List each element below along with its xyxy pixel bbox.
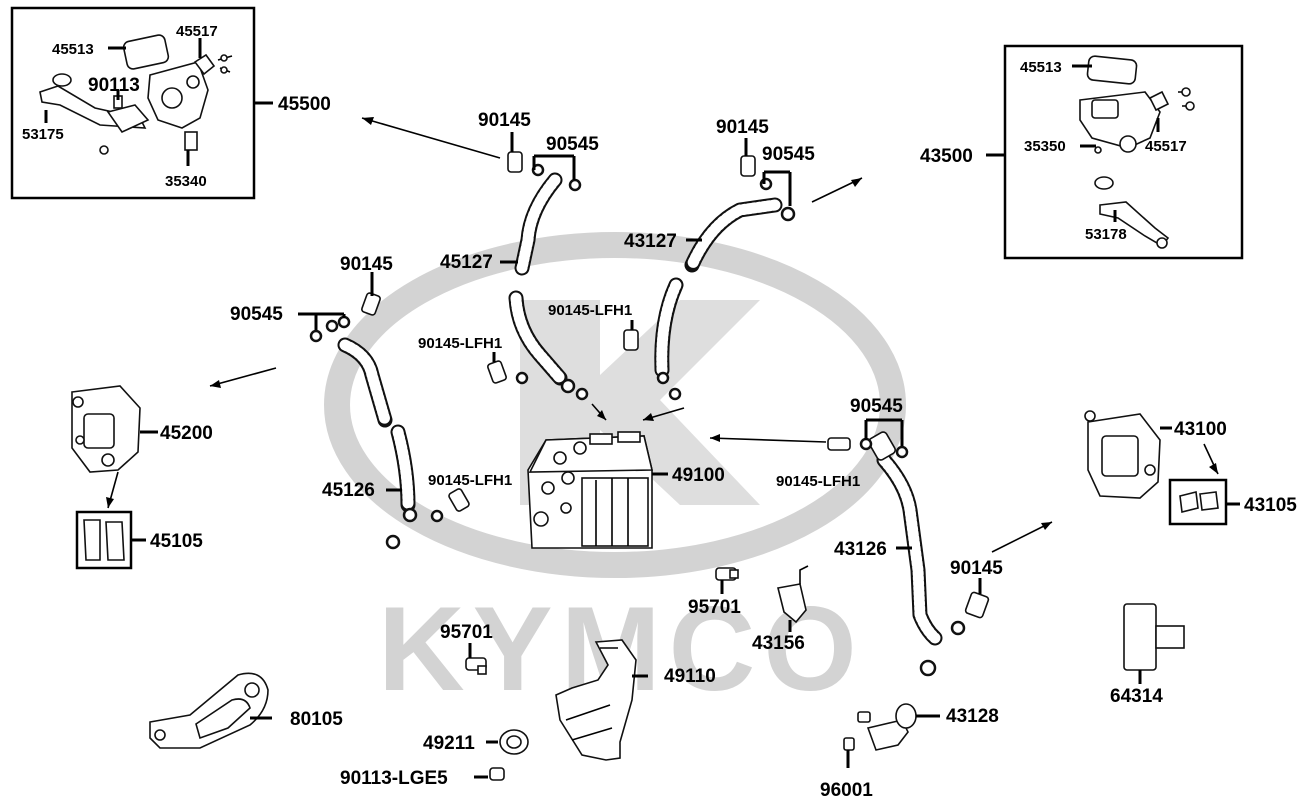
part-label-45517-right: 45517 <box>1145 138 1187 155</box>
part-label-95701-b: 95701 <box>440 622 493 643</box>
part-label-43156: 43156 <box>752 633 805 654</box>
part-label-90145-c: 90145 <box>340 254 393 275</box>
part-label-90145-lfh1-a: 90145-LFH1 <box>548 302 632 319</box>
part-label-43105: 43105 <box>1244 495 1297 516</box>
part-label-43127: 43127 <box>624 231 677 252</box>
sensor-64314 <box>1123 603 1185 684</box>
part-label-49211: 49211 <box>423 733 475 754</box>
part-label-90145-a: 90145 <box>478 110 531 131</box>
clamp-43128 <box>843 703 940 768</box>
part-label-45513-left: 45513 <box>52 41 94 58</box>
front-caliper-45200 <box>71 367 277 570</box>
part-label-90113: 90113 <box>88 75 140 96</box>
part-label-90545-c: 90545 <box>230 304 283 325</box>
hose-45127 <box>500 132 589 401</box>
part-label-90145-lfh1-d: 90145-LFH1 <box>776 473 860 490</box>
hose-45126 <box>298 272 418 550</box>
right-master-cylinder-box: 45513 35350 45517 53178 <box>986 44 1244 260</box>
part-label-90545-a: 90545 <box>546 134 599 155</box>
part-label-35350: 35350 <box>1024 138 1066 155</box>
part-label-53178: 53178 <box>1085 226 1127 243</box>
hose-43126 <box>859 418 990 677</box>
part-label-43500: 43500 <box>920 146 973 167</box>
part-label-45513-right: 45513 <box>1020 59 1062 76</box>
part-label-96001: 96001 <box>820 780 873 801</box>
bracket-80105 <box>149 672 272 749</box>
part-label-43128: 43128 <box>946 706 999 727</box>
part-label-49110: 49110 <box>664 666 716 687</box>
part-label-45127: 45127 <box>440 252 493 273</box>
part-label-95701-a: 95701 <box>688 597 741 618</box>
part-label-35340: 35340 <box>165 173 207 190</box>
part-label-90145-d: 90145 <box>950 558 1003 579</box>
part-label-43126: 43126 <box>834 539 887 560</box>
left-master-cylinder-box: 45513 45517 90113 53175 35340 <box>10 6 273 200</box>
lfh1-bolts <box>430 320 851 523</box>
hardware-95701-43156 <box>465 565 809 675</box>
part-label-90145-lfh1-b: 90145-LFH1 <box>418 335 502 352</box>
part-label-45105: 45105 <box>150 531 203 552</box>
part-label-45200: 45200 <box>160 423 213 444</box>
part-label-45126: 45126 <box>322 480 375 501</box>
part-label-90545-b: 90545 <box>762 144 815 165</box>
bracket-49110 <box>555 639 648 761</box>
part-label-43100: 43100 <box>1174 419 1227 440</box>
part-label-90113-lge5: 90113-LGE5 <box>340 768 448 789</box>
part-label-90545-d: 90545 <box>850 396 903 417</box>
grommet-49211 <box>474 729 529 781</box>
part-label-45517-left: 45517 <box>176 23 218 40</box>
part-label-80105: 80105 <box>290 709 343 730</box>
abs-modulator-49100 <box>527 403 827 549</box>
part-label-90145-b: 90145 <box>716 117 769 138</box>
part-label-53175: 53175 <box>22 126 64 143</box>
part-label-90145-lfh1-c: 90145-LFH1 <box>428 472 512 489</box>
part-label-64314: 64314 <box>1110 686 1163 707</box>
part-label-49100: 49100 <box>672 465 725 486</box>
arrow-to-45500 <box>361 117 501 159</box>
hose-43127 <box>654 138 796 401</box>
part-label-45500: 45500 <box>278 94 331 115</box>
rear-caliper-43100 <box>991 410 1240 553</box>
